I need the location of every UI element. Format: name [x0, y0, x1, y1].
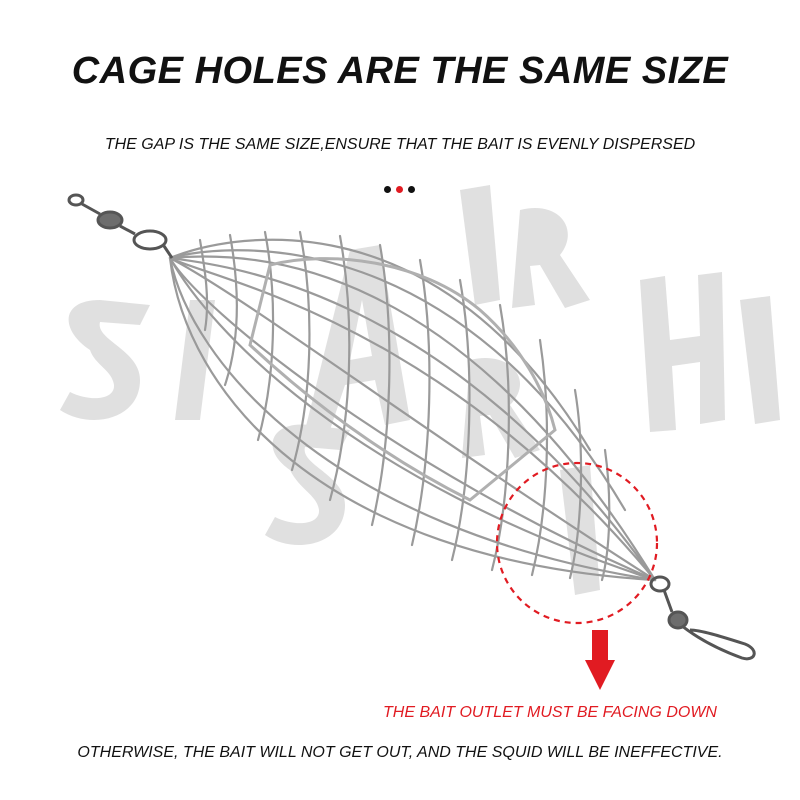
down-arrow-icon: [585, 630, 615, 690]
bait-outlet-highlight: [495, 461, 659, 625]
page-title: CAGE HOLES ARE THE SAME SIZE: [71, 50, 729, 92]
snap-clip-icon: [649, 575, 756, 661]
dot-3: [408, 186, 415, 193]
swivel-icon: [67, 193, 174, 259]
footer-note: OTHERWISE, THE BAIT WILL NOT GET OUT, AN…: [77, 744, 723, 761]
bait-outlet-callout: THE BAIT OUTLET MUST BE FACING DOWN: [383, 704, 717, 721]
cage: [168, 230, 657, 582]
dot-1: [384, 186, 391, 193]
subtitle: THE GAP IS THE SAME SIZE,ENSURE THAT THE…: [104, 136, 696, 153]
carousel-dots: [384, 186, 420, 196]
dot-2: [396, 186, 403, 193]
cage-door: [248, 257, 557, 502]
